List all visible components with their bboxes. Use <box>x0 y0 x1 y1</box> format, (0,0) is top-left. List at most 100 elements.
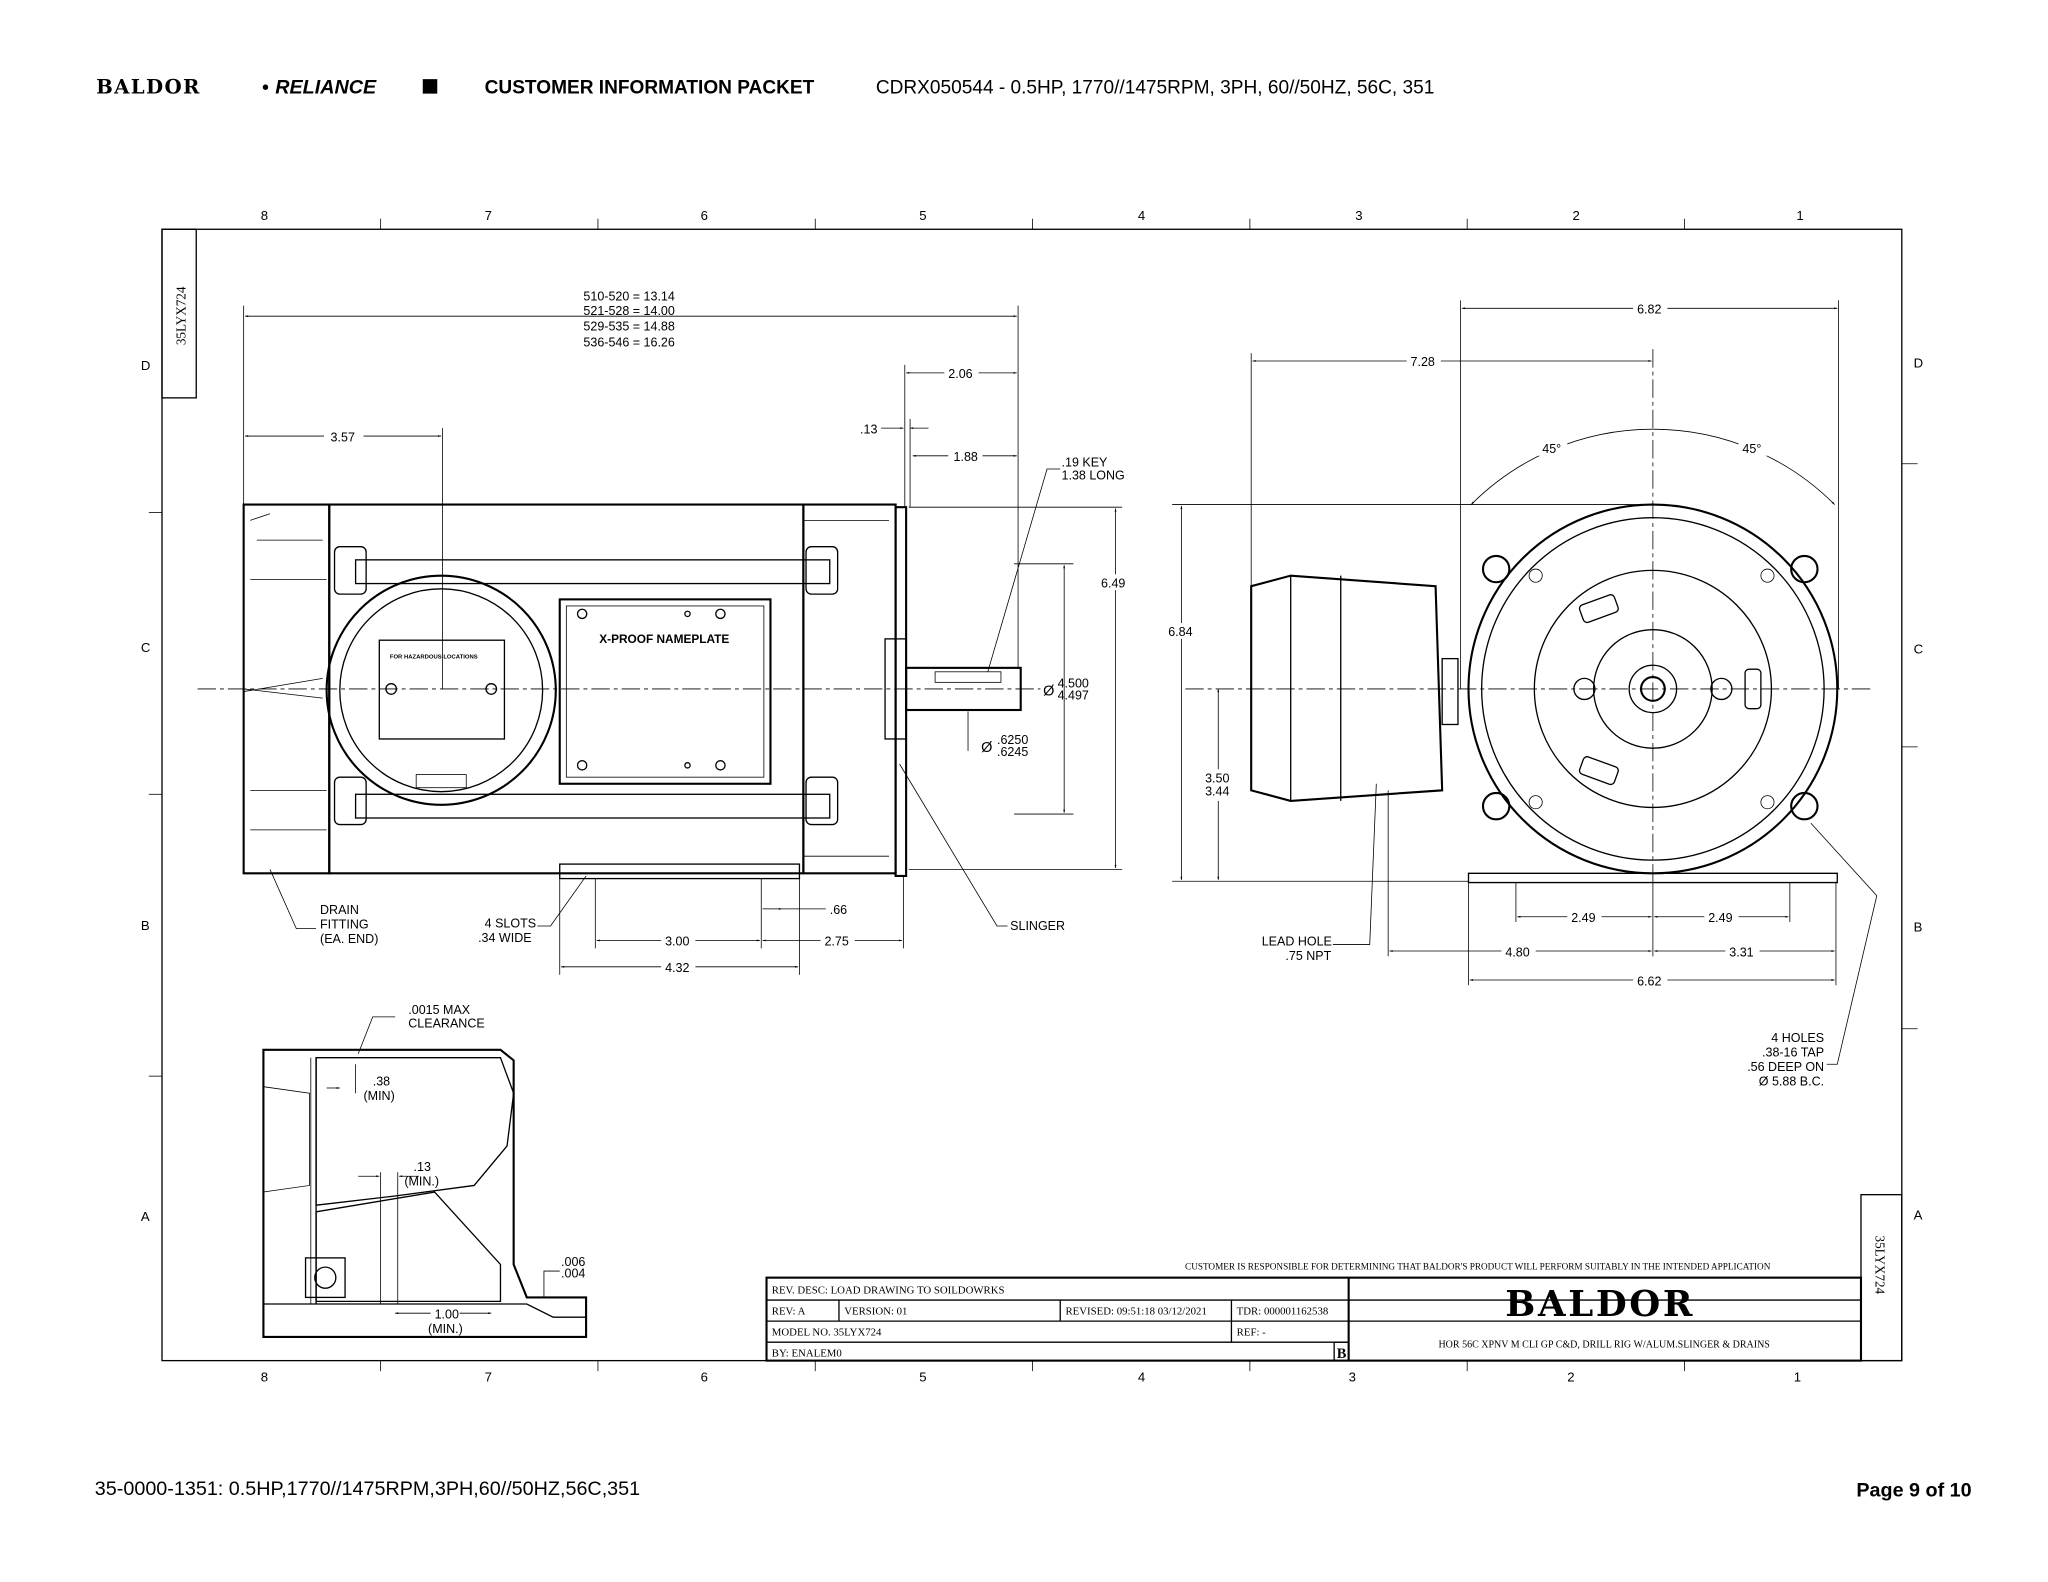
drawing-detail-clearance-0: .0015 MAX <box>408 1003 471 1017</box>
drawing-end-view-dim-480: 4.80 <box>1505 945 1529 959</box>
drawing-side-view-dim-188: 1.88 <box>954 450 978 464</box>
drawing-side-view-drain-note-1: FITTING <box>320 918 369 932</box>
disclaimer: CUSTOMER IS RESPONSIBLE FOR DETERMINING … <box>1185 1262 1771 1272</box>
drawing-detail-dim-013-0: .13 <box>414 1160 431 1174</box>
drawing-side-view-shaft-dia-sym: Ø <box>1043 684 1054 700</box>
drawing-side-view-dim-649: 6.49 <box>1101 577 1125 591</box>
drawing-zones-top-0: 8 <box>261 1370 268 1385</box>
shaft <box>905 666 1022 712</box>
conduit-box <box>1250 574 1444 802</box>
zone-numbers-top: 8 7 6 5 4 3 2 1 <box>261 208 1804 223</box>
drawing-rows-2: B <box>141 918 150 933</box>
drawing-rows-3: A <box>1914 1208 1923 1223</box>
drawing-end-view-lead-hole-1: .75 NPT <box>1285 949 1331 963</box>
revised: REVISED: 09:51:18 03/12/2021 <box>1065 1306 1206 1318</box>
drawing-rows-1: C <box>141 640 151 655</box>
drawing-description: HOR 56C XPNV M CLI GP C&D, DRILL RIG W/A… <box>1438 1339 1769 1350</box>
zone-numbers-bottom: 8 7 6 5 4 3 2 1 <box>261 1370 1801 1385</box>
drawing-end-view-angle-left: 45° <box>1542 442 1561 456</box>
drawing-end-view-dim-249a: 2.49 <box>1571 911 1595 925</box>
drawing-end-view-holes-note-1: .38-16 TAP <box>1762 1045 1824 1059</box>
drawing-side-view-length-table-3: 536-546 = 16.26 <box>583 335 674 349</box>
drawing-side-view-slots-note-1: .34 WIDE <box>478 931 532 945</box>
side-view-dimensions: 510-520 = 13.14 521-528 = 14.00 529-535 … <box>243 289 1129 975</box>
model-vertical-top: 35LYX724 <box>174 286 189 345</box>
drawing-side-view-key-note-0: .19 KEY <box>1062 455 1109 469</box>
drawing-end-view-angle-right: 45° <box>1742 442 1761 456</box>
model-box-top <box>161 228 197 399</box>
drawing-zones-top-5: 3 <box>1349 1370 1356 1385</box>
drawing-detail-dim-038-0: .38 <box>373 1074 390 1088</box>
drawing-rows-0: D <box>141 358 151 373</box>
zone-ticks <box>148 218 1918 1372</box>
drawing-zones-top-7: 1 <box>1794 1370 1801 1385</box>
drawing-end-view-dim-331: 3.31 <box>1729 945 1753 959</box>
drawing-side-view-dim-300: 3.00 <box>665 935 689 949</box>
baldor-logo: BALDOR <box>96 75 201 99</box>
drawing-zones-top-4: 4 <box>1138 208 1145 223</box>
drawing-side-view-length-table-2: 529-535 = 14.88 <box>583 320 674 334</box>
side-view: FOR HAZARDOUS LOCATIONS X-PROOF NAMEPLAT… <box>197 503 1041 880</box>
product-line: CDRX050544 - 0.5HP, 1770//1475RPM, 3PH, … <box>876 78 1435 99</box>
jbox-label: FOR HAZARDOUS LOCATIONS <box>390 655 478 661</box>
drawing-side-view-dim-013: .13 <box>860 422 877 436</box>
drawing-detail-dim-006-0: .006 <box>561 1255 585 1269</box>
drawing-zones-top-6: 2 <box>1573 208 1580 223</box>
drawing-zones-top-7: 1 <box>1796 208 1803 223</box>
drawing-end-view-dim-662: 6.62 <box>1637 974 1661 988</box>
bearing-detail-section: .0015 MAX CLEARANCE .38 (MIN) .13 (MIN.)… <box>262 1003 588 1338</box>
drawn-by: BY: ENALEM0 <box>772 1348 842 1360</box>
drawing-side-view-shaft-dia-2-0: .6250 <box>997 733 1028 747</box>
drawing-zones-top-2: 6 <box>701 1370 708 1385</box>
drawing-detail-dim-013-1: (MIN.) <box>404 1174 439 1188</box>
reliance-logo: RELIANCE <box>275 77 377 99</box>
drawing-end-view-lead-hole-0: LEAD HOLE <box>1262 935 1332 949</box>
drawing-zones-top-1: 7 <box>485 1370 492 1385</box>
drawing-side-view-dim-206: 2.06 <box>948 367 972 381</box>
drawing-side-view-slinger: SLINGER <box>1010 919 1065 933</box>
page-number: Page 9 of 10 <box>1856 1479 1971 1501</box>
drawing-end-view-dim-682: 6.82 <box>1637 303 1661 317</box>
drawing-side-view-drain-note-2: (EA. END) <box>320 932 378 946</box>
title-block: CUSTOMER IS RESPONSIBLE FOR DETERMINING … <box>765 1262 1863 1362</box>
drawing-side-view-length-table-0: 510-520 = 13.14 <box>583 289 674 303</box>
drawing-end-view-holes-note-0: 4 HOLES <box>1771 1031 1824 1045</box>
drawing-rows-1: C <box>1914 641 1924 656</box>
c-face-flange <box>894 506 908 878</box>
drawing-rows-0: D <box>1914 356 1924 371</box>
reliance-mark-icon <box>422 79 438 94</box>
drawing-zones-top-0: 8 <box>261 208 268 223</box>
mounting-feet <box>559 863 801 880</box>
key <box>934 671 1002 683</box>
drawing-side-view-dim-275: 2.75 <box>824 935 848 949</box>
sheet-size: B <box>1337 1346 1347 1362</box>
drawing-side-view-dim-432: 4.32 <box>665 961 689 975</box>
baldor-title-logo: BALDOR <box>1505 1284 1695 1325</box>
drawing-detail-dim-038-1: (MIN) <box>364 1089 395 1103</box>
drawing-detail-clearance-1: CLEARANCE <box>408 1016 484 1030</box>
end-view-feet <box>1467 872 1838 884</box>
drawing-side-view-length-table-1: 521-528 = 14.00 <box>583 304 674 318</box>
drawing-zones-top-3: 5 <box>919 208 926 223</box>
rev-desc: REV. DESC: LOAD DRAWING TO SOILDOWRKS <box>772 1284 1005 1296</box>
page-footer: 35-0000-1351: 0.5HP,1770//1475RPM,3PH,60… <box>95 1478 1972 1501</box>
drawing-side-view-slots-note-0: 4 SLOTS <box>485 916 536 930</box>
drawing-detail-dim-100-1: (MIN.) <box>428 1322 463 1336</box>
drawing-side-view-shaft-dia-2-1: .6245 <box>997 745 1028 759</box>
end-view-dimensions: 6.82 7.28 45° 45° 6.84 3.50 3.44 LEAD HO… <box>1166 300 1878 1088</box>
drawing-side-view-dim-066: .66 <box>830 903 847 917</box>
footer-product: 35-0000-1351: 0.5HP,1770//1475RPM,3PH,60… <box>95 1478 640 1500</box>
drawing-end-view-dim-350-1: 3.44 <box>1205 785 1229 799</box>
model-vertical-bottom: 35LYX724 <box>1872 1236 1887 1295</box>
page-header: BALDOR • RELIANCE CUSTOMER INFORMATION P… <box>96 75 1434 99</box>
drawing-end-view-dim-684: 6.84 <box>1168 625 1192 639</box>
drawing-side-view-drain-note-0: DRAIN <box>320 903 359 917</box>
shaft-end <box>1639 676 1666 702</box>
version: VERSION: 01 <box>844 1306 907 1318</box>
tdr: TDR: 000001162538 <box>1237 1306 1329 1318</box>
drawing-side-view-key-note-1: 1.38 LONG <box>1062 469 1125 483</box>
nameplate-label: X-PROOF NAMEPLATE <box>599 632 729 646</box>
drawing-side-view-shaft-dia-1-0: 4.500 <box>1058 677 1089 691</box>
